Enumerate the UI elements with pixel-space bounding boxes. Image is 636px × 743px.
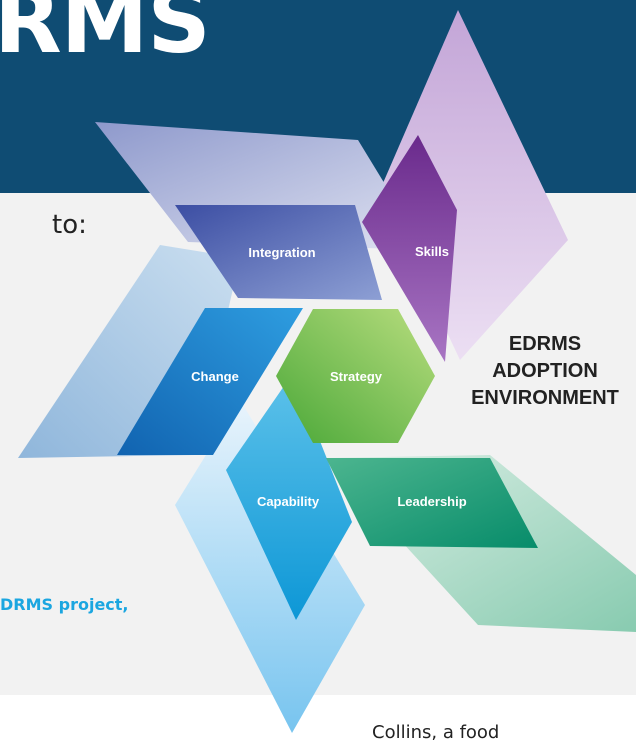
capability-segment — [226, 373, 352, 620]
change-label: Change — [191, 369, 239, 384]
intro-text-fragment: to: — [52, 210, 87, 240]
skills-label: Skills — [415, 244, 449, 259]
environment-label-line1: EDRMS — [509, 333, 581, 355]
skills-segment — [362, 135, 457, 362]
leadership-segment — [326, 458, 538, 548]
strategy-segment — [276, 309, 435, 443]
integration-label: Integration — [248, 245, 315, 260]
change-segment — [117, 308, 303, 455]
strategy-label: Strategy — [330, 369, 383, 384]
page-title: RMS — [0, 0, 211, 73]
leadership-label: Leadership — [397, 494, 466, 509]
capability-label: Capability — [257, 494, 320, 509]
footer-area — [0, 695, 636, 735]
capability-outer-shape — [175, 400, 365, 733]
project-text-fragment: DRMS project, — [0, 595, 129, 614]
environment-label-line2: ADOPTION — [492, 360, 598, 382]
integration-segment — [175, 205, 382, 300]
environment-label-line3: ENVIRONMENT — [471, 387, 619, 409]
